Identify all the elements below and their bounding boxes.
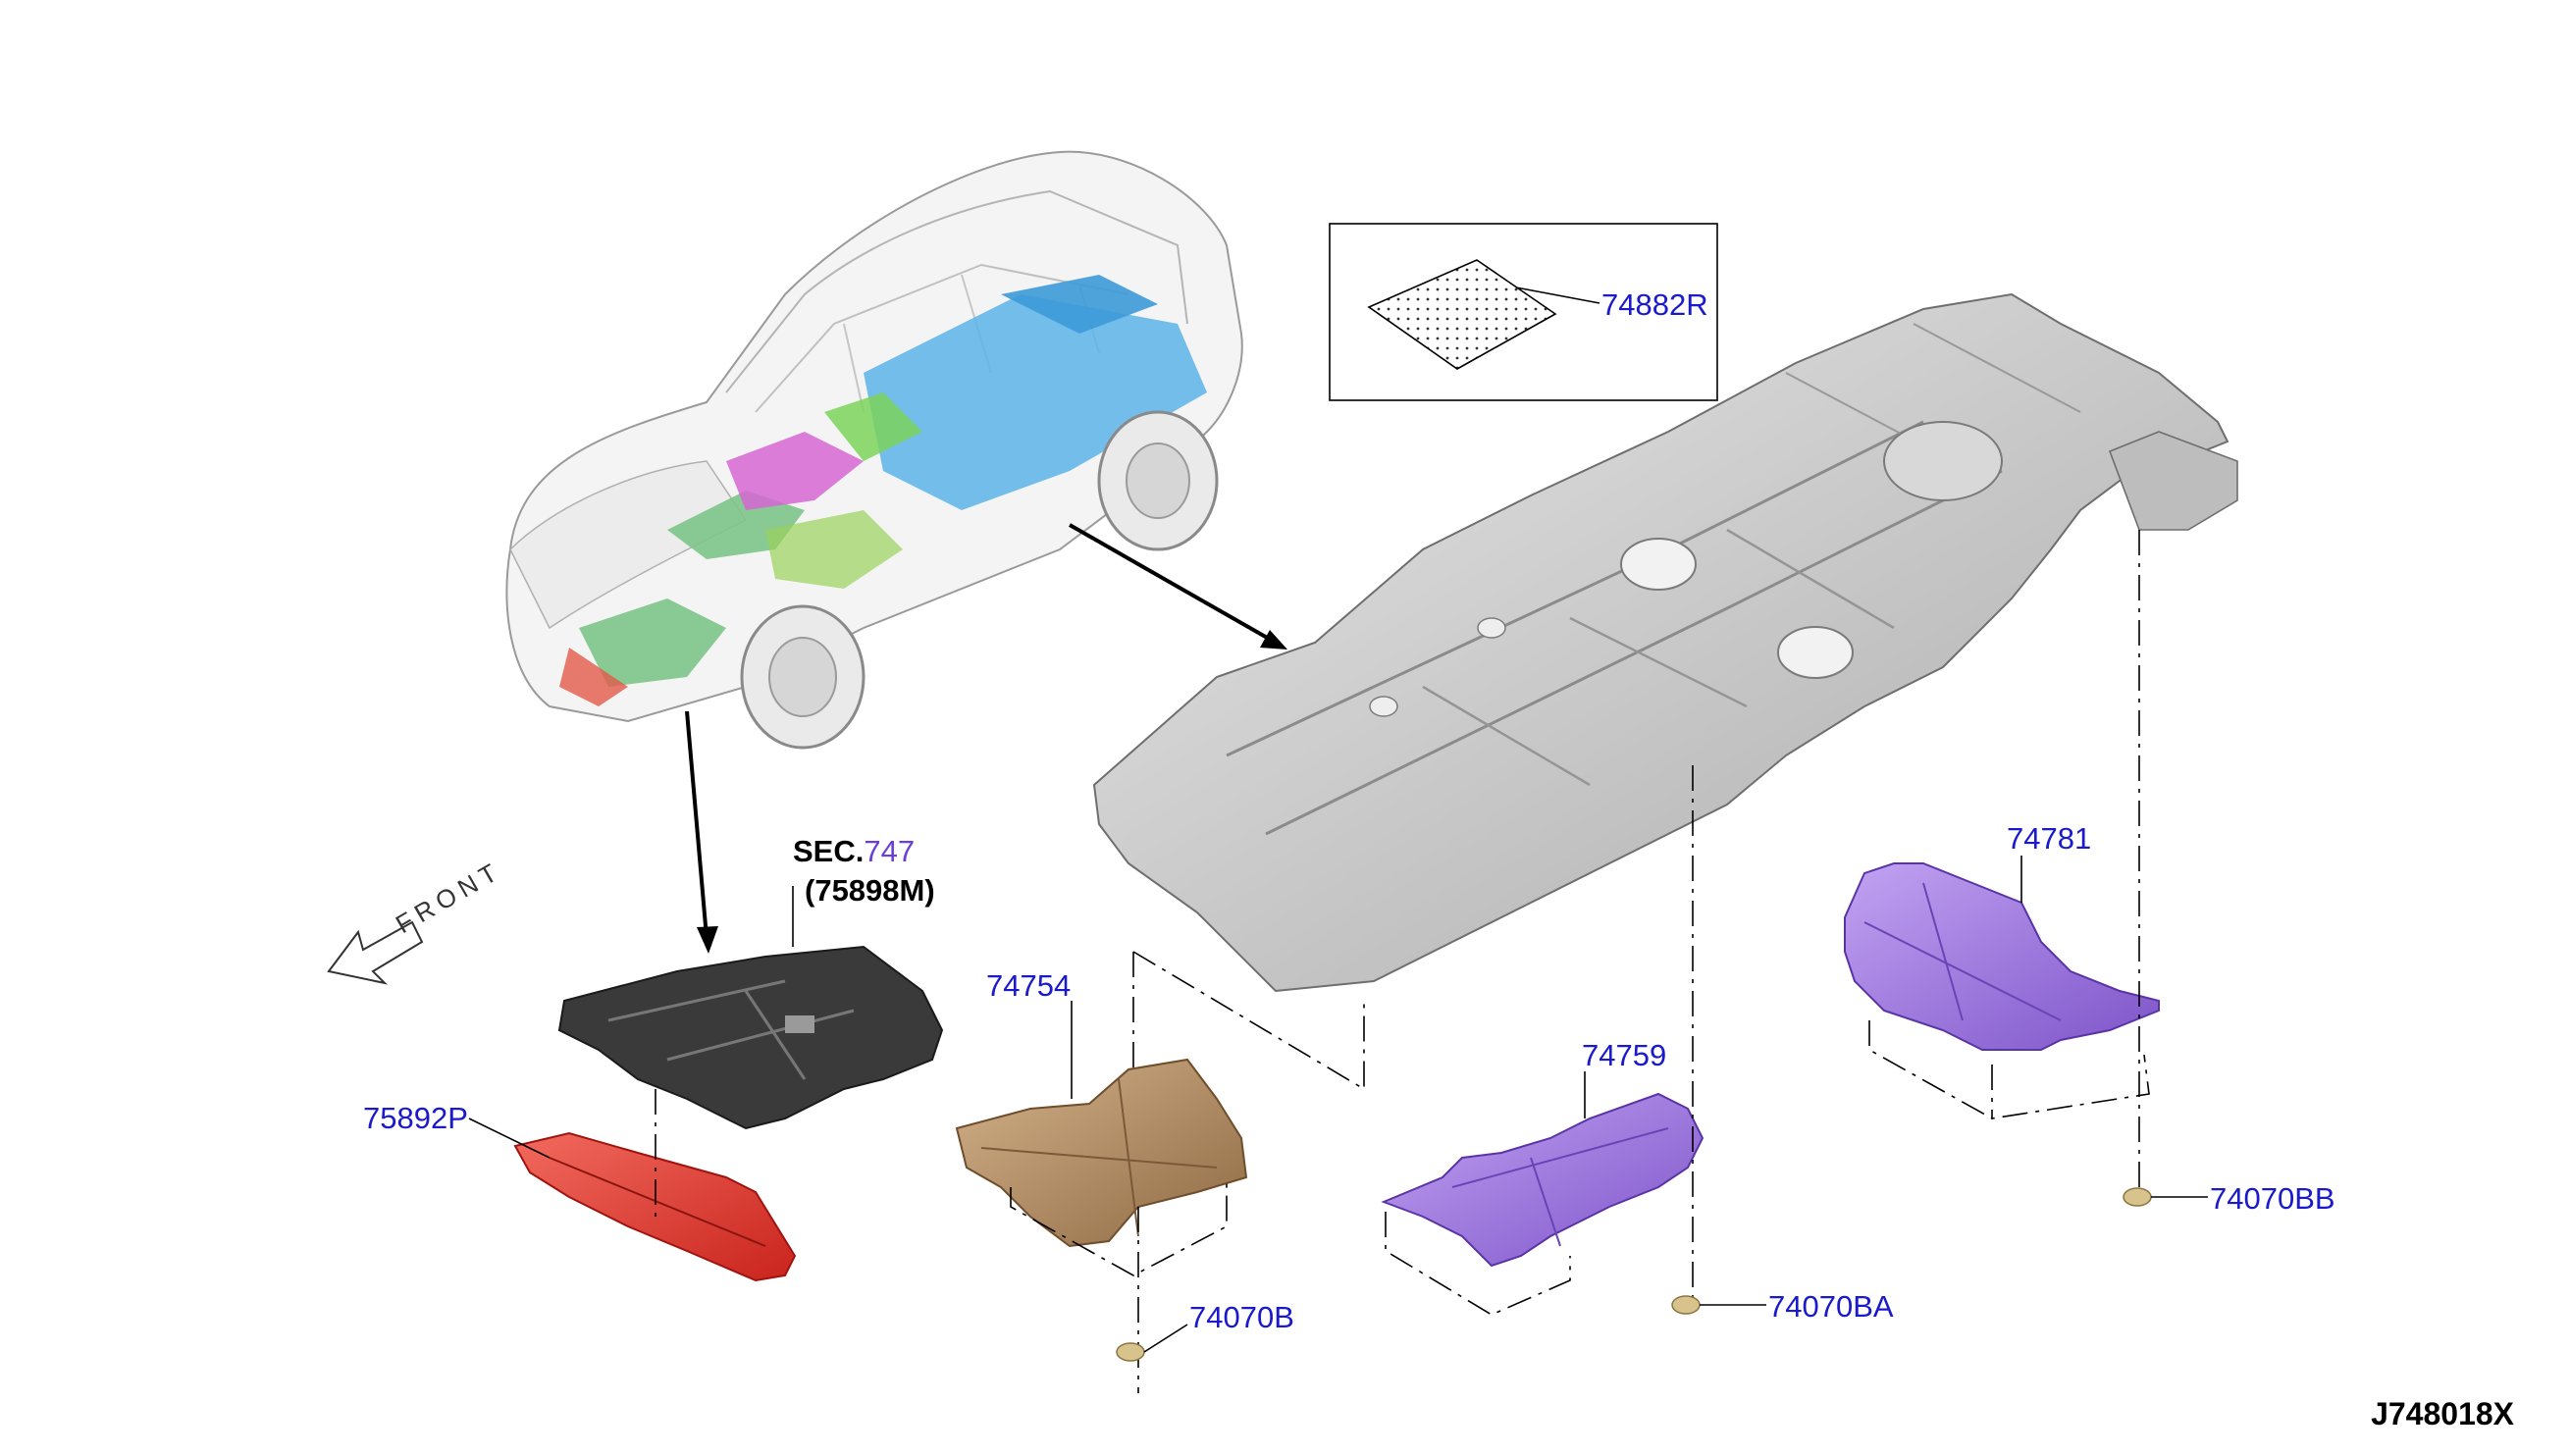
drawing-code: J748018X	[2371, 1396, 2515, 1431]
label-74070B[interactable]: 74070B	[1189, 1300, 1294, 1334]
clip-74070BB: 74070BB	[2123, 1181, 2335, 1216]
label-74070BA[interactable]: 74070BA	[1768, 1289, 1894, 1324]
front-under-cover-icon: 75892P	[363, 1089, 797, 1282]
front-label: FRONT	[391, 855, 507, 939]
pointer-arrows	[685, 523, 1287, 954]
rear-floor-heat-insulator-icon: 74781	[1844, 530, 2160, 1187]
clip-74070B: 74070B	[1116, 1300, 1294, 1362]
engine-under-cover: SEC.747 (75898M)	[557, 834, 944, 1130]
section-ref-prefix: SEC.747	[793, 834, 915, 868]
clip-icon	[1116, 1342, 1145, 1362]
clip-74070BA: 74070BA	[1671, 1289, 1894, 1324]
label-75892P[interactable]: 75892P	[363, 1101, 468, 1135]
label-74754[interactable]: 74754	[986, 968, 1071, 1003]
label-74781[interactable]: 74781	[2007, 821, 2091, 856]
inset-74882R: 74882R	[1329, 223, 1718, 401]
sound-insulator-pad-icon	[1367, 259, 1557, 370]
front-direction-indicator: FRONT	[327, 855, 507, 985]
front-floor-heat-insulator-icon: 74754	[955, 951, 1365, 1393]
floor-panel	[1092, 292, 2238, 993]
front-arrow-icon	[327, 920, 424, 985]
center-floor-heat-insulator-icon: 74759	[1381, 765, 1705, 1316]
clip-icon	[1671, 1295, 1701, 1315]
label-74759[interactable]: 74759	[1582, 1038, 1666, 1072]
label-74882R[interactable]: 74882R	[1601, 287, 1708, 322]
section-ref-number[interactable]: 747	[864, 834, 915, 868]
vehicle-illustration	[505, 150, 1243, 750]
clip-icon	[2123, 1187, 2152, 1207]
section-ref-part: (75898M)	[805, 873, 935, 908]
label-74070BB[interactable]: 74070BB	[2210, 1181, 2335, 1216]
